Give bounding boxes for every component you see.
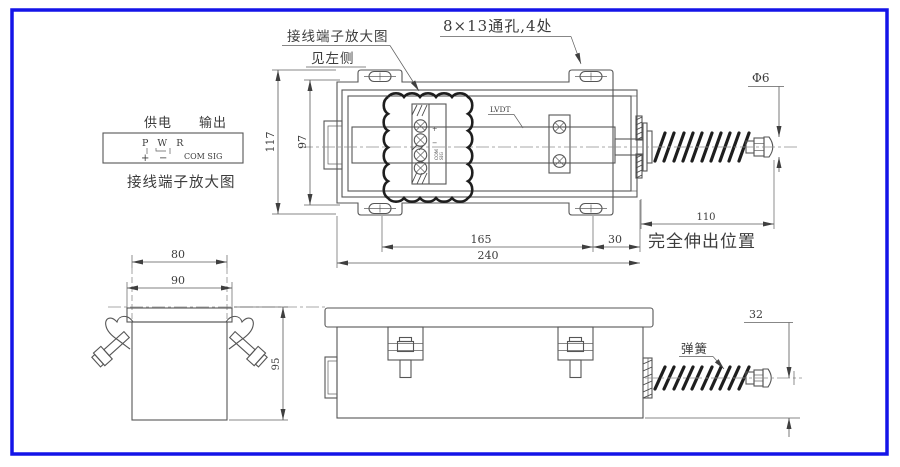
end-view-plate [126, 307, 233, 323]
dim-hole-span-165: 165 30 [381, 200, 641, 252]
terminal-screw-1 [413, 119, 428, 133]
mounting-slot-bottom-right [575, 202, 607, 215]
output-label: 输出 [199, 115, 227, 131]
pin-row-label: P W R [142, 138, 186, 149]
terminal-screw-4 [413, 161, 428, 175]
dim-80-text: 80 [171, 248, 185, 261]
dim-30-text: 30 [608, 233, 622, 246]
dim-tip-diameter-phi6: Φ6 [748, 71, 784, 172]
dim-inner-height-97: 97 [296, 79, 340, 206]
mounting-plate-outline [336, 69, 614, 216]
side-view-connector [324, 356, 338, 399]
revision-cloud [382, 92, 474, 203]
clamp-right [225, 315, 268, 368]
dim-overall-height-117: 117 [264, 69, 336, 215]
dim-95-text: 95 [271, 358, 282, 371]
dim-97-text: 97 [296, 135, 309, 149]
mounting-slot-top-left [364, 70, 396, 83]
terminal-mark-com: COM [434, 148, 439, 160]
pin-bracket-lines [146, 148, 171, 154]
extended-position-label: 完全伸出位置 [648, 232, 756, 252]
terminal-detail: 供电 输出 P W R + − COM SIG 接线端子放大图 [102, 115, 244, 191]
spring-callout: 弹簧 [679, 341, 725, 370]
terminal-enlarged-callout: 接线端子放大图 见左侧 [282, 28, 420, 92]
through-holes-callout: 8×13通孔,4处 [440, 17, 582, 65]
minus-mark: − [159, 153, 167, 164]
end-view-body [131, 321, 228, 421]
callout-terminal-line2: 见左侧 [311, 51, 355, 67]
terminal-screw-2 [413, 133, 428, 147]
terminal-mark-sig: SIG [439, 151, 444, 160]
lvdt-label: LVDT [490, 105, 511, 114]
dim-top-width-80: 80 [131, 248, 228, 320]
supply-label: 供电 [144, 116, 172, 131]
terminal-screw-3 [413, 148, 428, 162]
mounting-slot-top-right [575, 70, 607, 83]
spring-label: 弹簧 [681, 341, 708, 356]
dim-240-text: 240 [478, 249, 499, 262]
lvdt-rod [351, 126, 616, 164]
bolt-assembly-left [387, 326, 424, 379]
dim-32-text: 32 [749, 308, 763, 321]
dim-outer-width-90: 90 [126, 274, 233, 308]
screw-cross-bottom [552, 154, 567, 168]
side-view-top-plate [324, 307, 654, 328]
dim-117-text: 117 [264, 132, 277, 153]
callout-terminal-line1: 接线端子放大图 [287, 28, 389, 45]
clamp-left [91, 315, 134, 368]
terminal-detail-caption: 接线端子放大图 [127, 174, 236, 191]
side-view-rod-tip [745, 368, 772, 388]
dim-center-height-32: 32 [645, 308, 800, 437]
top-view: + − COM SIG LVDT 接线端子放大图 见左侧 8×13通孔,4处 [264, 17, 800, 268]
callout-holes-label: 8×13通孔,4处 [443, 17, 553, 35]
sheet-border [10, 8, 889, 456]
end-view: 80 90 [91, 248, 325, 421]
terminal-strip: + − COM SIG [411, 103, 447, 185]
guide-block [548, 114, 571, 174]
mounting-slot-bottom-left [364, 202, 396, 215]
terminal-mark-minus: − [432, 139, 437, 147]
dim-rod-extension-110: 110 [640, 160, 775, 229]
dim-height-95: 95 [229, 306, 288, 421]
bolt-assembly-right [557, 326, 594, 379]
side-view: 弹簧 32 [324, 307, 802, 437]
screw-cross-top [552, 120, 567, 134]
side-view-body [336, 326, 644, 419]
terminal-box [102, 132, 244, 164]
plus-mark: + [141, 153, 149, 164]
lvdt-callout: LVDT [488, 105, 524, 129]
com-sig-label: COM SIG [184, 152, 222, 161]
terminal-mark-plus: + [432, 125, 437, 133]
dim-overall-length-240: 240 [336, 216, 640, 268]
dim-phi6-text: Φ6 [752, 71, 769, 85]
dim-110-text: 110 [696, 212, 715, 223]
dim-165-text: 165 [471, 233, 492, 246]
dim-90-text: 90 [171, 274, 185, 287]
cable-connector [323, 120, 343, 170]
